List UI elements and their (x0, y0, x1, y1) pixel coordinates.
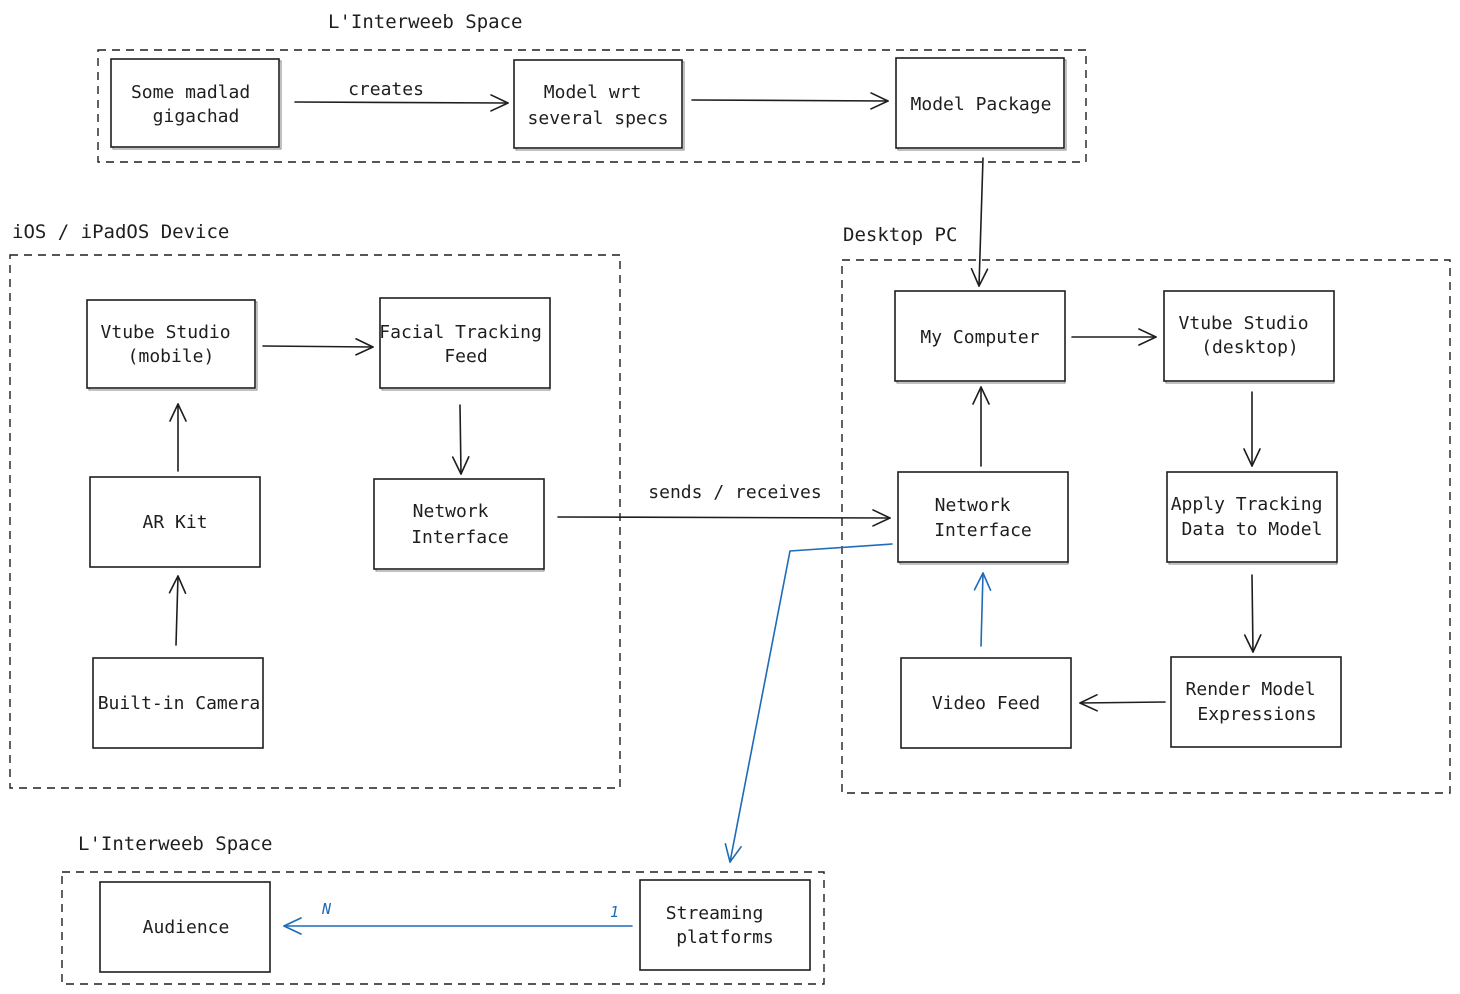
node-my-computer-line-1: My Computer (920, 327, 1039, 348)
node-vtube-mobile[interactable]: Vtube Studio (mobile) (86, 299, 258, 391)
edge-render-model-to-video-feed (1079, 694, 1166, 712)
region-interweb-top-label: L'Interweeb Space (328, 11, 522, 33)
svg-text:Model wrt several specs: Model wrt several specs (528, 82, 669, 129)
edge-creates-label: creates (348, 79, 424, 100)
node-madlad-line-2: gigachad (153, 106, 240, 127)
edge-camera-to-arkit (168, 575, 187, 646)
edge-net-ios-to-net-pc-line (557, 509, 891, 527)
node-camera-box (92, 657, 264, 749)
node-model-package-line-1: Model Package (911, 94, 1052, 115)
svg-text:Network Interface: Network Interface (411, 501, 509, 548)
node-video-feed[interactable]: Video Feed (900, 657, 1072, 749)
node-facial-feed[interactable]: Facial Tracking Feed (379, 297, 552, 391)
node-net-ios-line-1: Network (413, 501, 489, 522)
node-facial-feed-line-1: Facial Tracking (379, 322, 542, 343)
node-facial-feed-box (379, 297, 551, 389)
region-interweb-top-border (97, 49, 1087, 163)
node-vtube-mobile-line-1: Vtube Studio (101, 322, 231, 343)
node-my-computer-box (894, 290, 1066, 382)
node-net-ios-line-2: Interface (411, 527, 509, 548)
svg-text:Facial Tracking Feed: Facial Tracking Feed (379, 322, 552, 367)
node-model-specs-line-1: Model wrt (544, 82, 642, 103)
region-ios-device-label: iOS / iPadOS Device (12, 221, 229, 243)
node-audience[interactable]: Audience (99, 881, 271, 973)
node-vtube-desktop-line-2: (desktop) (1201, 337, 1299, 358)
region-desktop-pc: Desktop PC (841, 224, 1451, 794)
node-video-feed-box (900, 657, 1072, 749)
svg-text:Streaming platforms: Streaming platforms (666, 903, 774, 948)
svg-text:Vtube Studio (desktop): Vtube Studio (desktop) (1179, 313, 1320, 358)
edge-net-ios-to-net-pc: sends / receives (557, 482, 891, 527)
node-vtube-mobile-box (86, 299, 256, 389)
node-apply-tracking[interactable]: Apply Tracking Data to Model (1166, 471, 1338, 565)
node-vtube-desktop-line-1: Vtube Studio (1179, 313, 1309, 334)
node-madlad[interactable]: Some madlad gigachad (110, 58, 282, 150)
region-interweb-bottom: L'Interweeb Space (61, 833, 825, 985)
node-net-ios-box (373, 478, 545, 570)
node-streaming-line-2: platforms (676, 927, 774, 948)
region-ios-device-border (9, 254, 621, 789)
node-net-pc-line-2: Interface (934, 520, 1032, 541)
node-video-feed-line-1: Video Feed (932, 693, 1040, 714)
node-net-pc-box (897, 471, 1069, 563)
cardinality-target-label: N (321, 900, 332, 918)
region-desktop-pc-label: Desktop PC (843, 224, 957, 246)
edge-madlad-to-model-specs: creates (294, 79, 509, 112)
cardinality-source-label: 1 (610, 903, 619, 921)
node-facial-feed-line-2: Feed (444, 346, 487, 367)
node-arkit-line-1: AR Kit (142, 512, 207, 533)
node-madlad-line-1: Some madlad (131, 82, 250, 103)
svg-text:Apply Tracking Data to M: Apply Tracking Data to Model (1171, 494, 1334, 540)
region-interweb-bottom-label: L'Interweeb Space (78, 833, 272, 855)
node-vtube-mobile-line-2: (mobile) (128, 346, 215, 367)
node-model-package-box (895, 57, 1065, 149)
node-streaming-line-1: Streaming (666, 903, 764, 924)
node-render-model[interactable]: Render Model Expressions (1170, 656, 1342, 748)
node-vtube-desktop[interactable]: Vtube Studio (desktop) (1163, 290, 1335, 384)
edge-video-feed-to-net-pc (973, 572, 992, 647)
node-audience-box (99, 881, 271, 973)
edge-apply-tracking-to-render-model (1243, 574, 1262, 653)
node-render-model-line-2: Expressions (1197, 704, 1316, 725)
node-my-computer[interactable]: My Computer (894, 290, 1066, 384)
edge-sends-receives-label: sends / receives (648, 482, 821, 503)
edge-net-pc-to-streaming (724, 543, 893, 863)
node-net-ios[interactable]: Network Interface (373, 478, 545, 572)
node-net-pc[interactable]: Network Interface (897, 471, 1069, 565)
node-madlad-box (110, 58, 280, 148)
edge-model-specs-to-model-package (691, 92, 889, 110)
node-audience-line-1: Audience (143, 917, 230, 938)
edge-streaming-to-audience: 1 N (283, 900, 633, 935)
edge-facial-feed-to-net-ios (451, 404, 470, 475)
node-model-specs[interactable]: Model wrt several specs (513, 59, 685, 151)
node-model-specs-box (513, 59, 683, 149)
edge-madlad-to-model-specs-line (294, 94, 509, 112)
node-model-package[interactable]: Model Package (895, 57, 1067, 151)
edge-vtube-mobile-to-facial-feed (262, 338, 374, 356)
node-streaming[interactable]: Streaming platforms (639, 879, 811, 971)
node-apply-tracking-box (1166, 471, 1338, 563)
region-desktop-pc-border (841, 259, 1451, 794)
region-interweb-bottom-border (61, 871, 825, 985)
node-model-specs-line-2: several specs (528, 108, 669, 129)
node-camera-line-1: Built-in Camera (98, 693, 261, 714)
node-render-model-line-1: Render Model (1186, 679, 1316, 700)
edge-model-package-to-my-computer (970, 157, 989, 287)
svg-text:Some madlad gigachad: Some madlad gigachad (131, 82, 261, 127)
svg-text:Vtube Studio (mobile): Vtube Studio (mobile) (101, 322, 242, 367)
region-interweb-top: L'Interweeb Space (97, 11, 1087, 163)
node-apply-tracking-line-2: Data to Model (1182, 519, 1323, 540)
node-render-model-box (1170, 656, 1342, 748)
svg-text:Render Model Expressions: Render Model Expressions (1186, 679, 1327, 725)
svg-text:Network Interface: Network Interface (934, 495, 1032, 541)
node-apply-tracking-line-1: Apply Tracking (1171, 494, 1323, 515)
node-streaming-box (639, 879, 811, 971)
node-net-pc-line-1: Network (935, 495, 1011, 516)
region-ios-device: iOS / iPadOS Device (9, 221, 621, 789)
node-arkit[interactable]: AR Kit (89, 476, 261, 568)
node-camera[interactable]: Built-in Camera (92, 657, 264, 749)
node-vtube-desktop-box (1163, 290, 1335, 382)
node-arkit-box (89, 476, 261, 568)
